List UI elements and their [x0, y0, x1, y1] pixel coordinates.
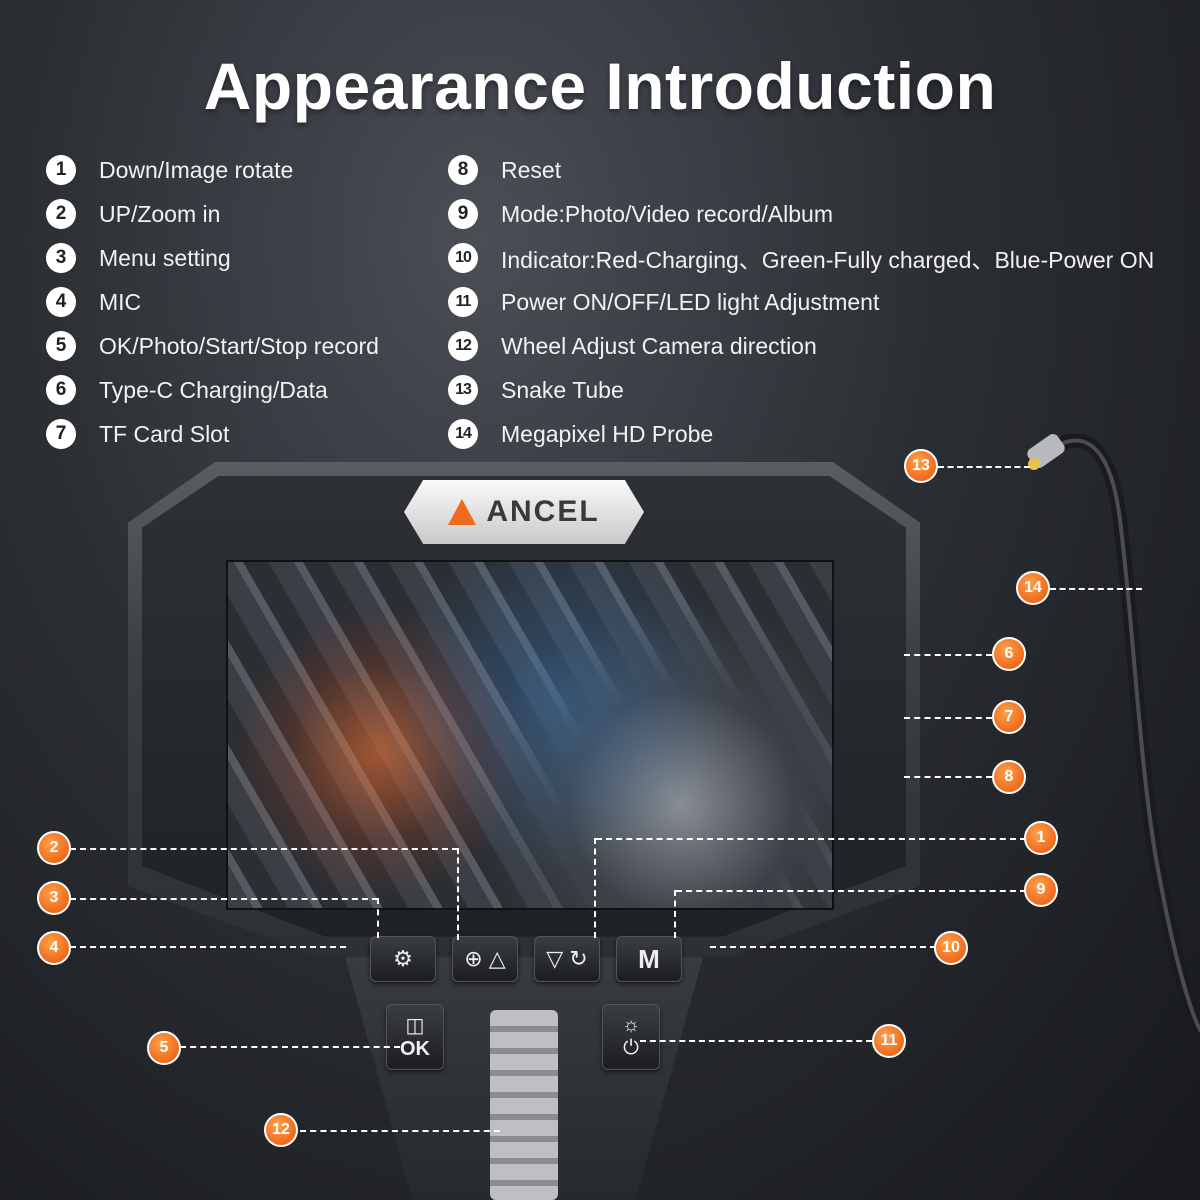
bulb-icon: ☼	[621, 1014, 641, 1036]
callout-10: 10	[934, 931, 968, 965]
callout-11: 11	[872, 1024, 906, 1058]
leader-line	[904, 776, 992, 778]
legend-number: 13	[448, 375, 478, 405]
leader-line	[904, 717, 992, 719]
legend-item: 10 Indicator:Red-Charging、Green-Fully cha…	[448, 236, 1154, 280]
callout-14: 14	[1016, 571, 1050, 605]
callout-3: 3	[37, 881, 71, 915]
legend-number: 5	[46, 331, 76, 361]
zoom-in-up-icon: ⊕ △	[464, 946, 506, 971]
legend-item: 5 OK/Photo/Start/Stop record	[46, 324, 379, 368]
callout-6: 6	[992, 637, 1026, 671]
legend-left: 1 Down/Image rotate 2 UP/Zoom in 3 Menu set…	[46, 148, 379, 456]
callout-4: 4	[37, 931, 71, 965]
brand-name: ANCEL	[486, 495, 600, 528]
legend-number: 12	[448, 331, 478, 361]
probe-led-icon	[1028, 458, 1040, 470]
gear-icon: ⚙	[393, 946, 413, 971]
power-led-button[interactable]: ☼ ⏻	[602, 1004, 660, 1070]
legend-label: Mode:Photo/Video record/Album	[501, 200, 833, 227]
legend-number: 11	[448, 287, 478, 317]
brand-plate: ANCEL	[404, 480, 644, 544]
legend-item: 3 Menu setting	[46, 236, 379, 280]
legend-item: 9 Mode:Photo/Video record/Album	[448, 192, 1154, 236]
leader-line	[70, 898, 378, 900]
menu-button[interactable]: ⚙	[370, 936, 436, 982]
leader-line	[594, 838, 596, 938]
legend-label: Indicator:Red-Charging、Green-Fully charg…	[501, 247, 1155, 273]
leader-line	[938, 466, 1030, 468]
legend-label: MIC	[99, 288, 142, 315]
legend-number: 9	[448, 199, 478, 229]
leader-line	[70, 848, 458, 850]
legend-item: 8 Reset	[448, 148, 1154, 192]
legend-number: 8	[448, 155, 478, 185]
callout-2: 2	[37, 831, 71, 865]
legend-label: Reset	[501, 156, 562, 183]
leader-line	[180, 1046, 400, 1048]
legend-label: Megapixel HD Probe	[501, 420, 714, 447]
legend-label: Menu setting	[99, 244, 231, 271]
power-icon: ⏻	[623, 1037, 639, 1059]
callout-1: 1	[1024, 821, 1058, 855]
mode-button[interactable]: M	[616, 936, 682, 982]
legend-right: 8 Reset 9 Mode:Photo/Video record/Album 10…	[448, 148, 1154, 456]
leader-line	[1050, 588, 1142, 590]
legend-number: 3	[46, 243, 76, 273]
legend-item: 2 UP/Zoom in	[46, 192, 379, 236]
legend-label: Type-C Charging/Data	[99, 376, 328, 403]
page-title: Appearance Introduction	[203, 49, 997, 123]
callout-12: 12	[264, 1113, 298, 1147]
leader-line	[596, 838, 1026, 840]
legend-number: 10	[448, 243, 478, 273]
legend-number: 1	[46, 155, 76, 185]
legend-item: 1 Down/Image rotate	[46, 148, 379, 192]
legend-label: Snake Tube	[501, 376, 624, 403]
legend-item: 14 Megapixel HD Probe	[448, 412, 1154, 456]
legend-item: 6 Type-C Charging/Data	[46, 368, 379, 412]
device-screen	[226, 560, 834, 910]
camera-icon: ◫	[405, 1015, 425, 1037]
leader-line	[640, 1040, 872, 1042]
callout-9: 9	[1024, 873, 1058, 907]
legend-item: 4 MIC	[46, 280, 379, 324]
legend-item: 12 Wheel Adjust Camera direction	[448, 324, 1154, 368]
ok-photo-button[interactable]: ◫ OK	[386, 1004, 444, 1070]
legend-number: 14	[448, 419, 478, 449]
leader-line	[70, 946, 346, 948]
leader-line	[676, 890, 1026, 892]
legend-label: OK/Photo/Start/Stop record	[99, 332, 379, 359]
legend-number: 7	[46, 419, 76, 449]
legend-number: 2	[46, 199, 76, 229]
callout-7: 7	[992, 700, 1026, 734]
legend-item: 13 Snake Tube	[448, 368, 1154, 412]
legend-label: Down/Image rotate	[99, 156, 294, 183]
legend-label: Power ON/OFF/LED light Adjustment	[501, 288, 880, 315]
leader-line	[457, 848, 459, 940]
legend-label: Wheel Adjust Camera direction	[501, 332, 817, 359]
leader-line	[300, 1130, 500, 1132]
down-rotate-button[interactable]: ▽ ↻	[534, 936, 600, 982]
legend-item: 11 Power ON/OFF/LED light Adjustment	[448, 280, 1154, 324]
ok-label: OK	[400, 1038, 430, 1060]
leader-line	[674, 890, 676, 938]
leader-line	[904, 654, 992, 656]
callout-13: 13	[904, 449, 938, 483]
down-rotate-icon: ▽ ↻	[546, 946, 588, 971]
legend-label: UP/Zoom in	[99, 200, 221, 227]
legend-number: 6	[46, 375, 76, 405]
camera-direction-wheel[interactable]	[490, 1010, 558, 1200]
legend-number: 4	[46, 287, 76, 317]
leader-line	[710, 946, 936, 948]
callout-5: 5	[147, 1031, 181, 1065]
up-zoom-button[interactable]: ⊕ △	[452, 936, 518, 982]
endoscope-device: ANCEL	[128, 462, 920, 1200]
callout-8: 8	[992, 760, 1026, 794]
legend-label: TF Card Slot	[99, 420, 230, 447]
ancel-logo-icon	[448, 499, 477, 525]
legend-item: 7 TF Card Slot	[46, 412, 379, 456]
leader-line	[377, 898, 379, 938]
